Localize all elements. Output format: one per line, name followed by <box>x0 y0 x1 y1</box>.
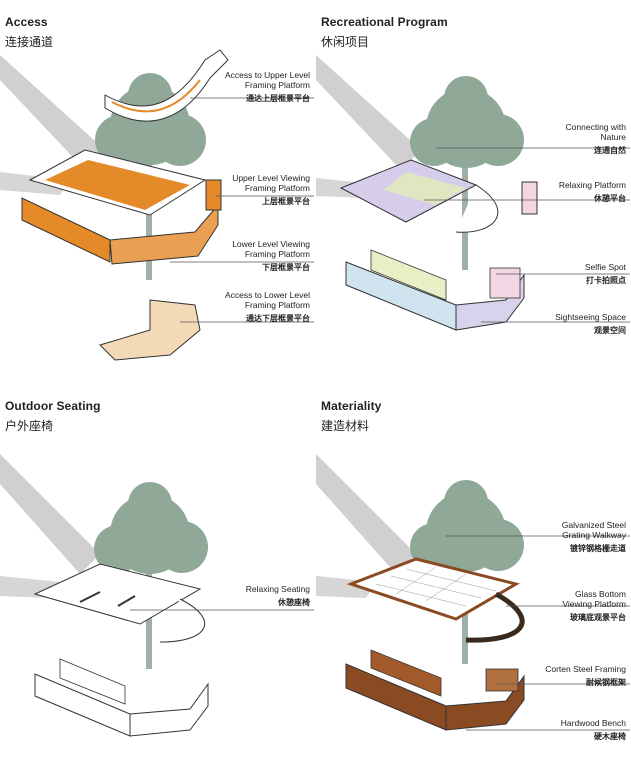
recreational-panel: Recreational Program 休闲项目 Connecting wit… <box>316 0 631 384</box>
callout-label: Glass Bottom Viewing Platform 玻璃底观景平台 <box>562 589 626 622</box>
callout-label: Lower Level Viewing Framing Platform 下层框… <box>232 239 310 272</box>
tree <box>410 480 524 664</box>
light-beam <box>316 55 421 170</box>
callout-label: Access to Upper Level Framing Platform 通… <box>224 70 310 103</box>
lower-access-stair <box>99 299 201 361</box>
panel-title: Materiality <box>321 399 382 413</box>
light-beam <box>0 454 100 574</box>
panel-subtitle: 休闲项目 <box>321 35 370 49</box>
access-panel: Access 连接通道 Access to <box>0 0 315 384</box>
panel-title: Access <box>5 15 48 29</box>
panel-title: Recreational Program <box>321 15 448 29</box>
access-diagram <box>0 49 314 361</box>
seating-panel: Outdoor Seating 户外座椅 Relaxing Seating 休憩… <box>0 384 315 768</box>
materiality-diagram <box>316 454 630 731</box>
upper-platform <box>33 563 202 625</box>
panel-subtitle: 建造材料 <box>321 419 370 433</box>
seating-diagram <box>0 454 314 737</box>
panel-title: Outdoor Seating <box>5 399 101 413</box>
panel-subtitle: 连接通道 <box>5 35 54 49</box>
callout-label: Hardwood Bench 硬木座椅 <box>560 718 626 741</box>
callout-label: Relaxing Platform 休憩平台 <box>558 180 626 203</box>
recreational-diagram <box>316 55 630 331</box>
callout-label: Galvanized Steel Grating Walkway 镀锌钢格栅走道 <box>561 520 626 553</box>
callout-label: Connecting with Nature 连通自然 <box>565 122 626 155</box>
callout-label: Relaxing Seating 休憩座椅 <box>245 584 310 607</box>
materiality-panel: Materiality 建造材料 <box>316 384 631 768</box>
light-beam <box>316 454 416 574</box>
callout-label: Access to Lower Level Framing Platform 通… <box>224 290 310 323</box>
upper-platform <box>346 557 520 621</box>
callout-label: Corten Steel Framing 耐候钢框架 <box>545 664 626 687</box>
callout-label: Selfie Spot 打卡拍照点 <box>584 262 626 285</box>
lower-platform <box>21 197 111 263</box>
callout-label: Sightseeing Space 观景空间 <box>555 312 626 335</box>
light-beam <box>0 55 105 170</box>
callout-label: Upper Level Viewing Framing Platform 上层框… <box>232 173 310 206</box>
panel-subtitle: 户外座椅 <box>5 419 54 433</box>
light-beam <box>0 172 70 195</box>
